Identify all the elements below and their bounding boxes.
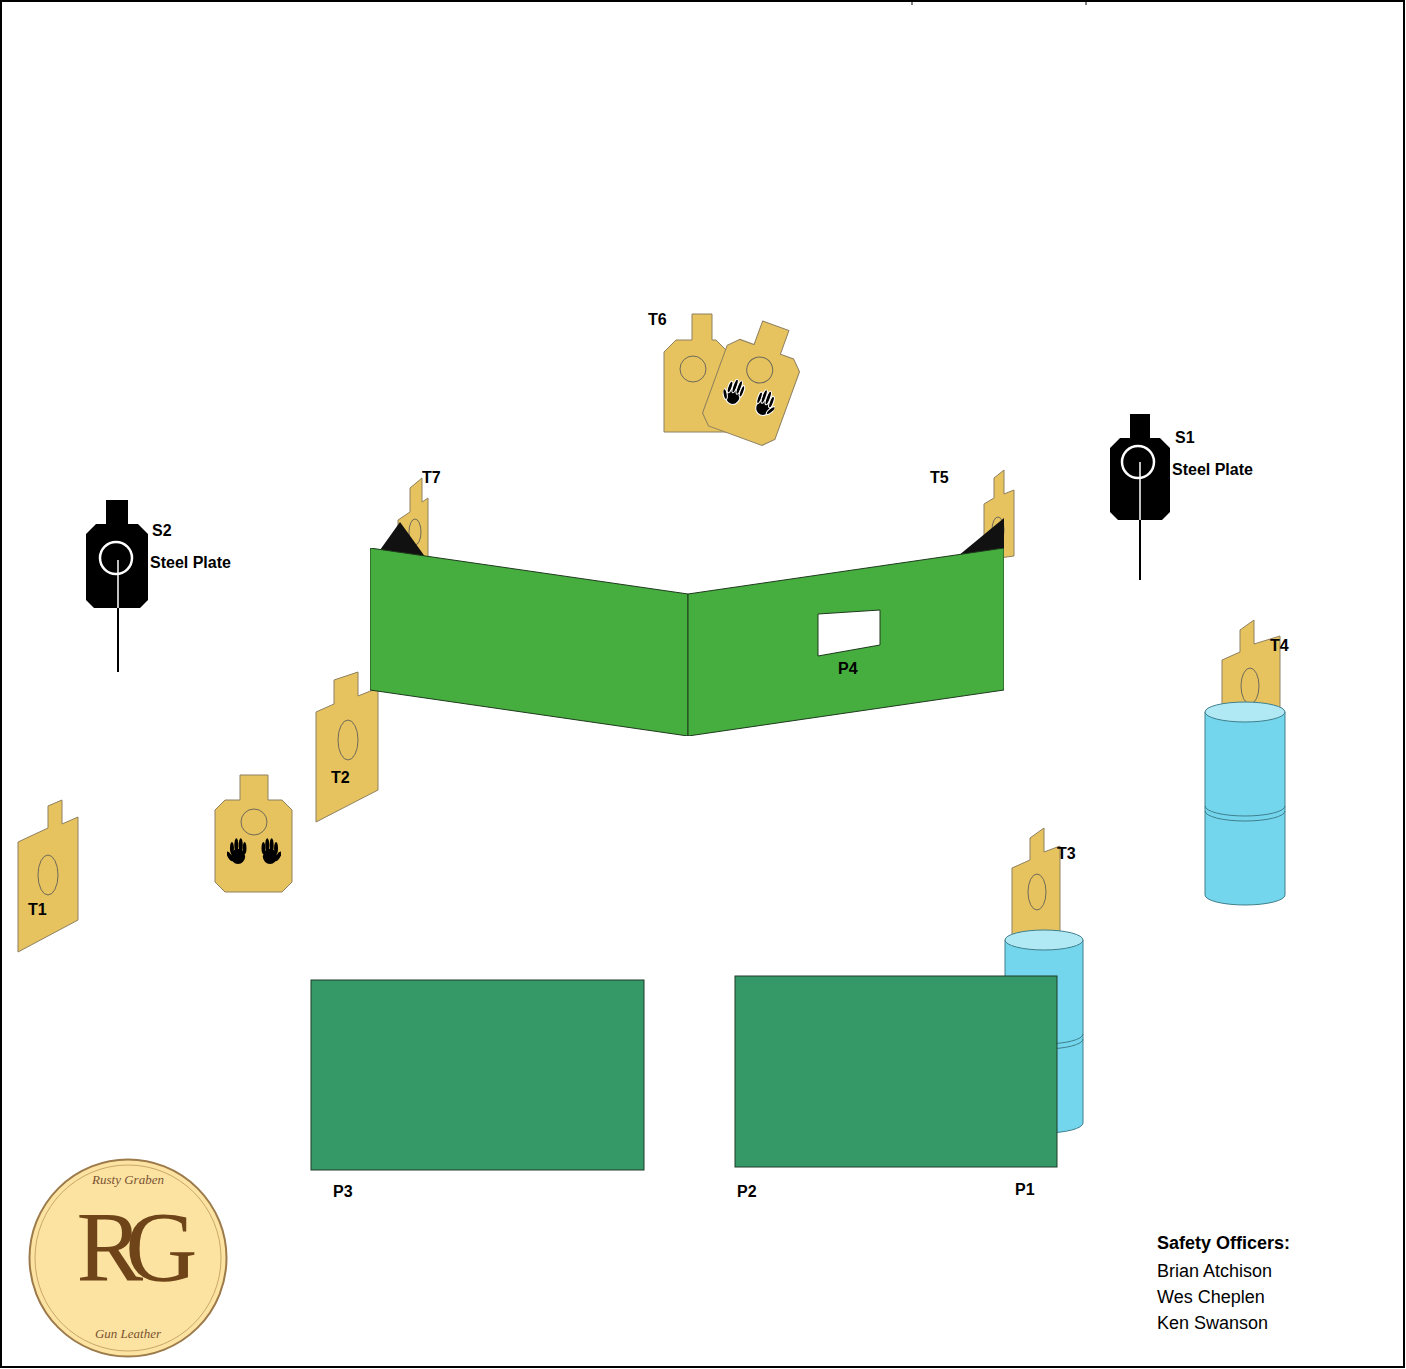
wall-panel: [688, 548, 1004, 736]
officer-name: Brian Atchison: [1157, 1261, 1272, 1282]
barrel-seam: [1205, 806, 1285, 816]
target-label: T5: [930, 469, 949, 487]
officers-heading: Safety Officers:: [1157, 1233, 1290, 1254]
steel-plate: [86, 500, 148, 608]
target-label: T4: [1270, 637, 1289, 655]
steel-plate: [1110, 414, 1170, 520]
logo-text: Rusty Graben: [28, 1172, 228, 1188]
header-tick: [912, 0, 913, 5]
plate-stand: [117, 560, 119, 608]
target-zone: [338, 720, 358, 760]
header-tick: [1086, 0, 1087, 5]
wall-panel: [735, 976, 1057, 1167]
logo-mark: RG: [28, 1192, 228, 1302]
officer-name: Wes Cheplen: [1157, 1287, 1265, 1308]
wall-port: [818, 610, 880, 656]
node-outline: [370, 548, 1004, 736]
target-label: T2: [331, 769, 350, 787]
wall-panel: [311, 980, 644, 1170]
plate-zone: [1122, 446, 1154, 478]
plate-stand: [117, 560, 119, 672]
target-zone: [1028, 874, 1046, 910]
target-label: T6: [648, 311, 667, 329]
position-label: P2: [737, 1183, 757, 1201]
plate-zone: [100, 542, 132, 574]
target-label: T3: [1057, 845, 1076, 863]
port-label: P4: [838, 660, 858, 678]
no-shoot-target: [215, 775, 292, 892]
plate-label: Steel Plate: [150, 554, 231, 572]
target-zone: [680, 356, 706, 382]
position-label: P1: [1015, 1181, 1035, 1199]
wall-panel: [370, 548, 688, 736]
plate-label: S1: [1175, 429, 1195, 447]
logo-text: Gun Leather: [28, 1326, 228, 1342]
plate-label: S2: [152, 522, 172, 540]
no-shoot-target: [699, 313, 811, 449]
paper-target: [316, 672, 378, 822]
officer-name: Ken Swanson: [1157, 1313, 1268, 1334]
barricade-wall: P4: [370, 548, 1004, 736]
barrel-seam: [1205, 811, 1285, 821]
target-label: T7: [422, 469, 441, 487]
barrel-top: [1005, 930, 1083, 950]
logo-badge: Rusty GrabenRG Gun Leather: [28, 1158, 228, 1358]
plate-stand: [1139, 462, 1141, 580]
target-zone: [1241, 668, 1259, 704]
target-label: T1: [28, 901, 47, 919]
target-zone: [38, 855, 58, 895]
paper-target: [18, 800, 78, 952]
position-label: P3: [333, 1183, 353, 1201]
plate-stand: [1139, 462, 1141, 520]
barrel: [1205, 712, 1285, 905]
barrel-top: [1205, 702, 1285, 722]
plate-label: Steel Plate: [1172, 461, 1253, 479]
